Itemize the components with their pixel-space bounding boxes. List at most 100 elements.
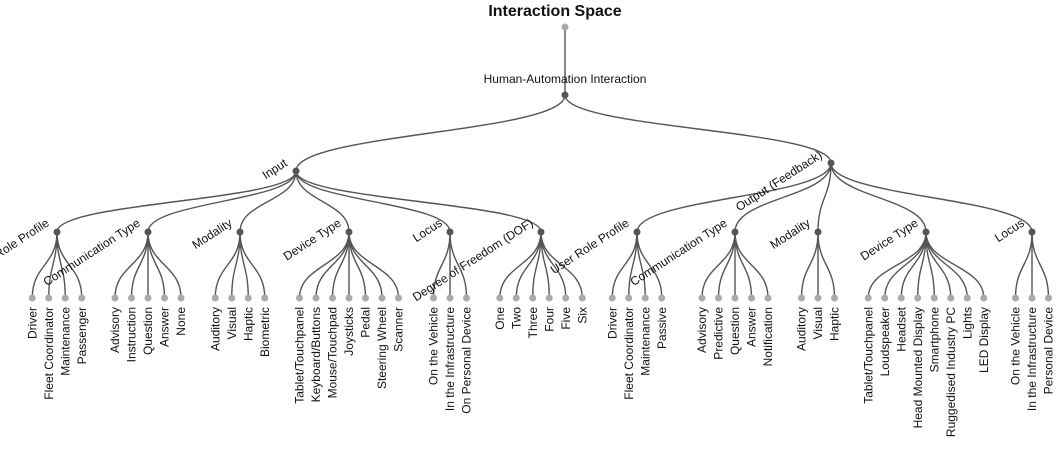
group-link (295, 170, 451, 233)
leaf-label: Driver (25, 307, 39, 339)
leaf-node (430, 294, 437, 302)
group-link (295, 170, 542, 233)
group-node (633, 228, 641, 236)
group-node (53, 228, 61, 236)
branch-link (564, 94, 832, 164)
leaf-label: Haptic (241, 307, 255, 341)
leaf-label: Passenger (75, 307, 89, 364)
leaf-node (345, 294, 353, 302)
leaf-link (147, 231, 182, 299)
leaf-node (864, 294, 872, 302)
leaf-label: Headset (894, 306, 908, 351)
leaf-node (562, 294, 570, 302)
group-label: Device Type (281, 216, 344, 264)
leaf-label: Mouse/Touchpad (326, 307, 340, 398)
leaf-node (1012, 294, 1019, 302)
branch-label: Output (Feedback) (733, 148, 825, 214)
leaf-label: Passive (655, 307, 669, 349)
group-label: Locus (992, 216, 1026, 245)
leaf-node (395, 294, 402, 302)
branch-link (295, 94, 566, 172)
leaf-node (128, 294, 135, 302)
leaf-node (228, 294, 236, 302)
group-link (147, 170, 297, 233)
leaf-node (362, 294, 369, 302)
branch-node (827, 159, 835, 167)
leaf-link (540, 231, 583, 299)
leaf-node (814, 294, 822, 302)
leaf-label: Visual (811, 307, 825, 339)
leaf-node (545, 294, 553, 302)
group-label: User Role Profile (548, 216, 632, 277)
leaf-label: Tablet/Touchpanel (861, 307, 875, 404)
leaf-node (529, 294, 537, 302)
leaf-label: Three (526, 307, 540, 339)
group-node (144, 228, 152, 236)
leaf-link (734, 231, 769, 299)
leaf-node (578, 294, 586, 302)
leaf-label: Auditory (208, 307, 222, 351)
group-link (56, 170, 297, 233)
leaf-link (867, 231, 927, 299)
leaf-label: LED Display (977, 307, 991, 373)
leaf-label: In the Infrastructure (443, 307, 457, 411)
leaf-node (312, 294, 320, 302)
leaf-node (764, 294, 772, 302)
group-node (537, 228, 545, 236)
group-link (295, 170, 350, 233)
leaf-link (449, 231, 468, 299)
leaf-link (817, 231, 836, 299)
leaf-label: One (493, 307, 507, 330)
leaf-node (715, 294, 722, 302)
leaf-label: Four (542, 307, 556, 332)
leaf-label: Notification (761, 307, 775, 366)
leaf-node (947, 294, 955, 302)
leaf-link (925, 231, 968, 299)
leaf-node (463, 294, 470, 302)
root-node (561, 91, 569, 99)
leaf-label: Joysticks (342, 307, 356, 356)
group-label: Communication Type (628, 216, 730, 289)
leaf-node (261, 294, 269, 302)
leaf-node (78, 294, 86, 302)
leaf-link (348, 231, 400, 299)
leaf-link (147, 231, 166, 299)
leaf-link (717, 231, 736, 299)
leaf-node (28, 294, 36, 302)
leaf-label: Fleet Coordinator (42, 307, 56, 400)
leaf-node (914, 294, 922, 302)
leaf-label: Loudspeaker (878, 307, 892, 376)
leaf-label: None (174, 307, 188, 336)
leaf-node (881, 294, 889, 302)
tree-labels: Human-Automation InteractionInputUser Ro… (0, 72, 1056, 437)
leaf-node (980, 294, 988, 302)
tree-links (31, 27, 1050, 299)
group-label: User Role Profile (0, 216, 52, 277)
leaf-link (1031, 231, 1050, 299)
leaf-node (211, 294, 219, 302)
leaf-node (446, 294, 454, 302)
leaf-label: Haptic (828, 307, 842, 341)
leaf-label: Question (728, 307, 742, 355)
leaf-label: On Personal Device (460, 307, 474, 414)
leaf-label: Six (575, 307, 589, 324)
tree-nodes (28, 23, 1052, 302)
group-label: Modality (768, 216, 813, 252)
group-node (345, 228, 353, 236)
leaf-link (130, 231, 149, 299)
group-node (446, 228, 454, 236)
leaf-label: On the Vehicle (427, 307, 441, 385)
leaf-label: Tablet/Touchpanel (293, 307, 307, 404)
leaf-node (731, 294, 739, 302)
group-link (830, 162, 1033, 233)
leaf-label: Keyboard/Buttons (309, 307, 323, 402)
leaf-link (800, 231, 819, 299)
leaf-label: Driver (605, 307, 619, 339)
leaf-link (925, 231, 985, 299)
group-link (830, 162, 927, 233)
leaf-node (625, 294, 633, 302)
leaf-label: Two (509, 307, 523, 329)
branch-label: Input (260, 155, 291, 182)
leaf-link (1014, 231, 1033, 299)
